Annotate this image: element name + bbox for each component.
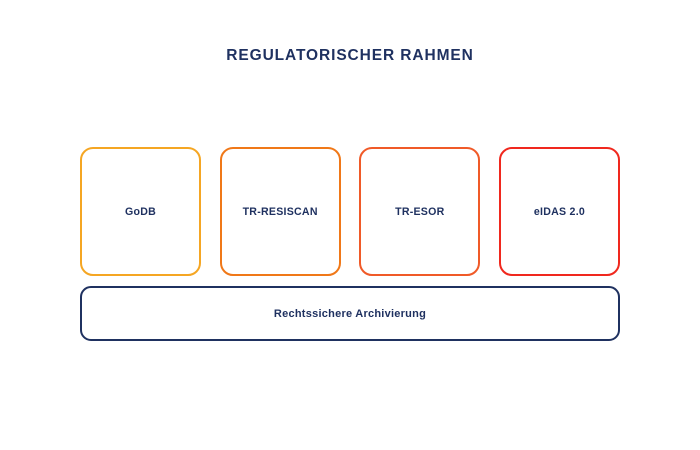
foundation-bar[interactable]: Rechtssichere Archivierung bbox=[80, 286, 620, 341]
regulation-box-godb[interactable]: GoDB bbox=[80, 147, 201, 276]
regulation-box-label: TR-ESOR bbox=[395, 205, 445, 218]
regulation-box-eidas[interactable]: eIDAS 2.0 bbox=[498, 147, 620, 276]
regulation-box-tr-resiscan[interactable]: TR-RESISCAN bbox=[219, 147, 341, 276]
regulation-box-label: TR-RESISCAN bbox=[242, 205, 318, 218]
foundation-bar-label: Rechtssichere Archivierung bbox=[273, 307, 427, 320]
regulation-box-label: eIDAS 2.0 bbox=[533, 205, 586, 218]
page-title: REGULATORISCHER RAHMEN bbox=[226, 47, 474, 64]
regulation-box-tr-esor[interactable]: TR-ESOR bbox=[359, 147, 481, 276]
regulation-box-row: GoDB TR-RESISCAN TR-ESOR eIDAS 2.0 bbox=[80, 147, 620, 276]
regulation-box-label: GoDB bbox=[124, 205, 156, 218]
